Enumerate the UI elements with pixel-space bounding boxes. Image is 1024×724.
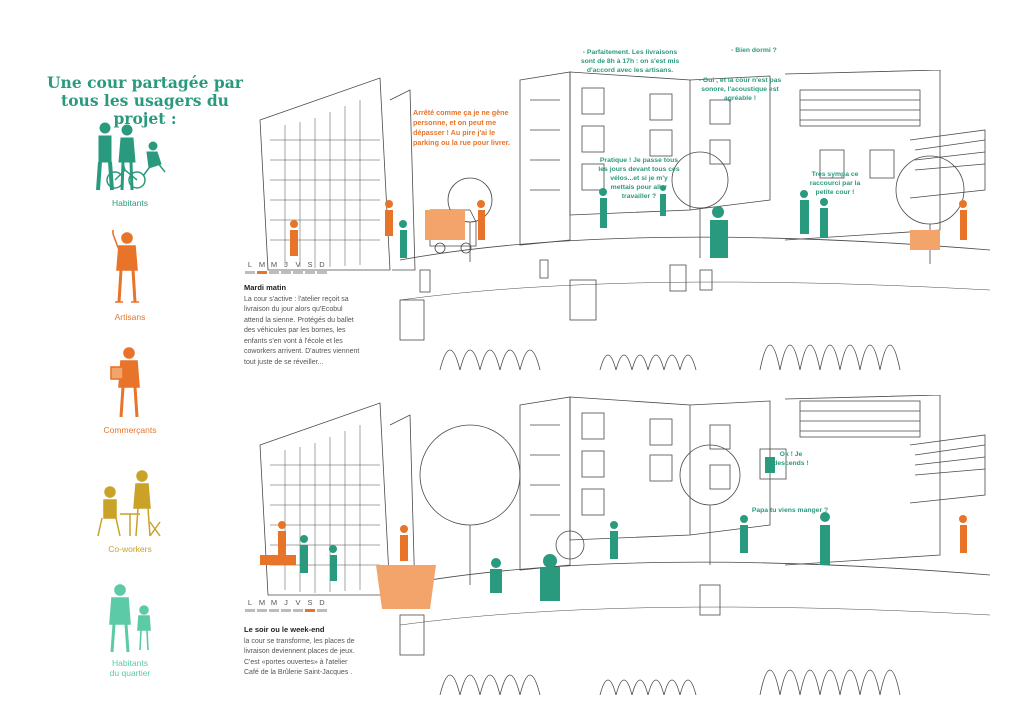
shopkeeper-icon (110, 347, 140, 418)
day-marker (305, 271, 315, 274)
neighbors-icon (109, 584, 151, 653)
bubble-shortcut: Très sympa ce raccourci par la petite co… (809, 171, 861, 196)
day-label: L (247, 598, 253, 607)
active-day-marker (257, 271, 267, 274)
scene2-day-indicator (244, 609, 334, 612)
scene2-caption-title: Le soir ou le week-end (244, 625, 325, 634)
scene1-caption: Mardi matin La cour s'active : l'atelier… (244, 283, 364, 368)
day-label: V (295, 598, 301, 607)
bubble-ok: Ok ! Je descends ! (773, 451, 809, 467)
day-label: L (247, 260, 253, 269)
legend-label-coworkers: Co-workers (108, 544, 152, 554)
legend-coworkers: Co-workers (70, 462, 190, 554)
day-label: M (270, 260, 278, 269)
day-label: S (307, 598, 313, 607)
legend-label-artisans: Artisans (114, 312, 146, 322)
scene1-caption-text: La cour s'active : l'atelier reçoit sa l… (244, 295, 360, 366)
bubble-dinner: Papa tu viens manger ? (751, 507, 829, 514)
day-marker (281, 271, 291, 274)
page-title: Une cour partagée par tous les usagers d… (47, 73, 243, 128)
day-marker (281, 609, 291, 612)
scene-morning-illustration (240, 70, 990, 370)
scene1-caption-title: Mardi matin (244, 283, 287, 292)
day-label: J (284, 598, 288, 607)
scene-evening-illustration (240, 395, 990, 695)
day-label: M (258, 598, 266, 607)
legend-habitants-quartier: Habitants du quartier (70, 580, 190, 678)
day-label: S (307, 260, 313, 269)
day-marker (269, 609, 279, 612)
legend-artisans: Artisans (70, 228, 190, 322)
day-label: D (319, 260, 325, 269)
legend-label-habitants: Habitants (112, 198, 148, 208)
day-marker (317, 609, 327, 612)
day-label: D (319, 598, 325, 607)
scene2-caption: Le soir ou le week-end la cour se transf… (244, 625, 364, 679)
day-marker (293, 609, 303, 612)
scene2-caption-text: la cour se transforme, les places de liv… (244, 637, 355, 677)
bubble-practical: Pratique ! Je passe tous les jours devan… (598, 157, 680, 200)
bubble-delivery: Arrêté comme ça je ne gêne personne, et … (413, 108, 511, 147)
active-day-marker (305, 609, 315, 612)
artisan-icon (112, 230, 139, 303)
day-marker (317, 271, 327, 274)
day-marker (257, 609, 267, 612)
legend-habitants: Habitants (70, 118, 190, 208)
bubble-quiet: - Oui , et la cour n'est pas sonore, l'a… (698, 77, 782, 102)
day-marker (245, 271, 255, 274)
bubble-delivery-hours: - Parfaitement. Les livraisons sont de 8… (580, 49, 680, 74)
day-marker (245, 609, 255, 612)
day-label: M (270, 598, 278, 607)
legend-label-habitants-quartier: Habitants du quartier (109, 658, 151, 678)
bubble-slept: - Bien dormi ? (731, 47, 777, 54)
day-marker (269, 271, 279, 274)
legend-commercants: Commerçants (70, 343, 190, 435)
day-label: J (284, 260, 288, 269)
coworkers-icon (97, 470, 161, 537)
day-label: V (295, 260, 301, 269)
legend-label-commercants: Commerçants (103, 425, 157, 435)
scene1-day-indicator (244, 271, 334, 274)
residents-family-icon (96, 122, 166, 191)
day-marker (293, 271, 303, 274)
day-label: M (258, 260, 266, 269)
